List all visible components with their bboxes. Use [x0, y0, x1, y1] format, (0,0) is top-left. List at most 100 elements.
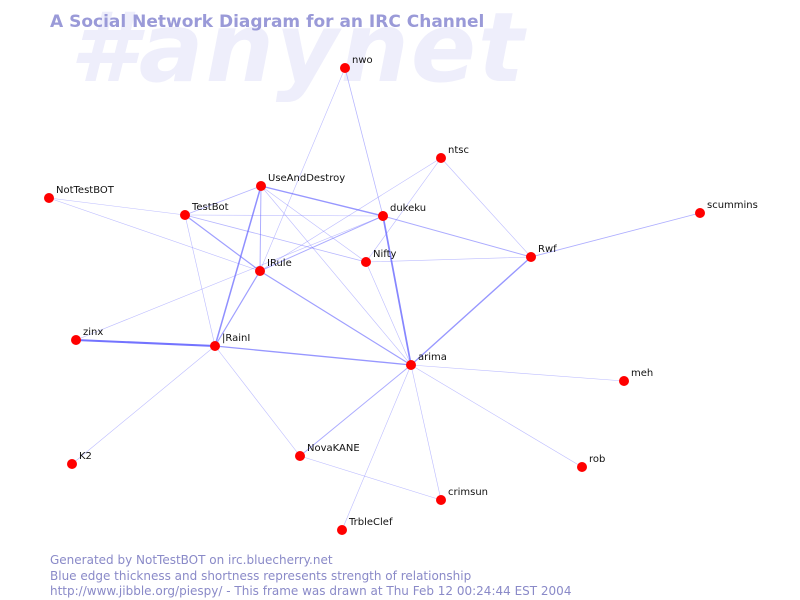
edge-ntsc-IRule — [259, 157, 442, 272]
edges-layer — [48, 67, 701, 531]
node-dot — [337, 525, 347, 535]
node-dot — [71, 335, 81, 345]
edge-NovaKANE-crimsun — [299, 455, 442, 501]
edge-ntsc-Rwf — [440, 157, 532, 258]
node-dot — [295, 451, 305, 461]
edge-arima-NovaKANE — [299, 364, 412, 457]
footer-generated-by: Generated by NotTestBOT on irc.bluecherr… — [50, 553, 333, 567]
node-dot — [406, 360, 416, 370]
node-dot — [255, 266, 265, 276]
node-label: NotTestBOT — [56, 185, 115, 196]
node-label: nwo — [352, 55, 373, 66]
edge-Rwf-scummins — [530, 212, 701, 258]
node-meh: meh — [619, 368, 653, 386]
edge-dukeku-arima — [382, 215, 412, 366]
node-dot — [436, 153, 446, 163]
node-NovaKANE: NovaKANE — [295, 443, 360, 461]
edge-NotTestBOT-TestBot — [48, 197, 186, 216]
node-ntsc: ntsc — [436, 145, 469, 163]
node-rob: rob — [577, 454, 605, 472]
node-label: IRule — [267, 258, 292, 269]
node-label: zinx — [83, 327, 103, 338]
channel-watermark: #anynet — [70, 0, 526, 104]
edge-IRainI-NovaKANE — [214, 345, 301, 457]
edge-IRule-IRainI — [214, 270, 261, 347]
edge-IRainI-UseAndDestroy — [214, 185, 262, 347]
edge-UseAndDestroy-Nifty — [260, 185, 367, 263]
edge-nwo-dukeku — [344, 67, 384, 217]
node-dot — [526, 252, 536, 262]
diagram-title: A Social Network Diagram for an IRC Chan… — [50, 12, 485, 32]
edge-arima-crimsun — [410, 364, 442, 501]
edge-TestBot-dukeku — [184, 214, 384, 217]
node-dot — [210, 341, 220, 351]
edge-UseAndDestroy-dukeku — [260, 185, 384, 217]
edge-arima-Rwf — [410, 256, 532, 366]
edge-Nifty-arima — [365, 261, 412, 366]
edge-dukeku-Rwf — [382, 215, 532, 258]
node-dot — [695, 208, 705, 218]
edge-UseAndDestroy-IRule — [259, 185, 262, 272]
node-label: arima — [418, 352, 447, 363]
node-label: crimsun — [448, 487, 488, 498]
node-label: meh — [631, 368, 653, 379]
node-label: Nifty — [373, 249, 397, 260]
node-dot — [577, 462, 587, 472]
node-Rwf: Rwf — [526, 244, 557, 262]
node-dot — [180, 210, 190, 220]
edge-TestBot-Nifty — [184, 214, 367, 263]
node-label: UseAndDestroy — [268, 173, 345, 184]
node-Nifty: Nifty — [361, 249, 397, 267]
footer-url-timestamp: http://www.jibble.org/piespy/ - This fra… — [50, 584, 572, 598]
node-TestBot: TestBot — [180, 202, 229, 220]
edge-IRainI-K2 — [71, 345, 216, 465]
edge-NotTestBOT-IRule — [48, 197, 261, 272]
node-label: scummins — [707, 200, 758, 211]
node-dot — [619, 376, 629, 386]
node-dot — [67, 459, 77, 469]
node-label: |RainI — [222, 333, 250, 344]
edge-arima-TrbleClef — [341, 364, 412, 531]
node-dukeku: dukeku — [378, 203, 426, 221]
edge-nwo-IRule — [259, 67, 346, 272]
node-label: TestBot — [191, 202, 229, 213]
edge-ntsc-Nifty — [365, 157, 442, 263]
edge-IRule-dukeku — [259, 215, 384, 272]
node-label: TrbleClef — [348, 517, 393, 528]
node-crimsun: crimsun — [436, 487, 488, 505]
edge-zinx-dukeku — [75, 215, 384, 341]
edge-TestBot-IRainI — [184, 214, 216, 347]
node-label: Rwf — [538, 244, 557, 255]
edge-IRainI-arima — [214, 345, 412, 366]
edge-TestBot-UseAndDestroy — [184, 185, 262, 216]
node-label: rob — [589, 454, 605, 465]
edge-Nifty-Rwf — [365, 256, 532, 263]
node-dot — [378, 211, 388, 221]
node-IRule: IRule — [255, 258, 292, 276]
node-arima: arima — [406, 352, 447, 370]
node-label: K2 — [79, 451, 92, 462]
node-zinx: zinx — [71, 327, 103, 345]
node-dot — [44, 193, 54, 203]
edge-UseAndDestroy-arima — [260, 185, 412, 366]
node-dot — [436, 495, 446, 505]
node-dot — [256, 181, 266, 191]
edge-IRainI-zinx — [74, 338, 217, 348]
edge-arima-rob — [410, 364, 583, 468]
node-UseAndDestroy: UseAndDestroy — [256, 173, 345, 191]
node-label: ntsc — [448, 145, 469, 156]
node-nwo: nwo — [340, 55, 373, 73]
node-dot — [361, 257, 371, 267]
node-K2: K2 — [67, 451, 92, 469]
edge-arima-meh — [410, 364, 625, 382]
edge-IRule-arima — [259, 270, 412, 366]
node-IRainI: |RainI — [210, 333, 250, 351]
node-dot — [340, 63, 350, 73]
edge-TestBot-IRule — [184, 214, 261, 272]
node-NotTestBOT: NotTestBOT — [44, 185, 115, 203]
footer-legend-note: Blue edge thickness and shortness repres… — [50, 569, 472, 583]
node-label: NovaKANE — [307, 443, 360, 454]
node-TrbleClef: TrbleClef — [337, 517, 393, 535]
